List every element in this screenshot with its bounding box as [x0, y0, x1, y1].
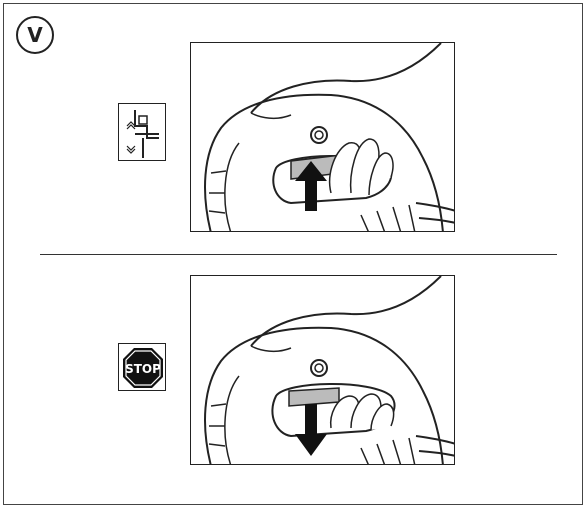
speed-icon: [118, 103, 166, 161]
stop-label: STOP: [125, 362, 161, 376]
step-badge: V: [16, 16, 54, 54]
stop-icon: STOP: [118, 343, 166, 391]
section-divider: [40, 254, 557, 255]
illustration-switch-down: [190, 275, 455, 465]
illustration-switch-up: [190, 42, 455, 232]
step-label: V: [27, 23, 42, 47]
